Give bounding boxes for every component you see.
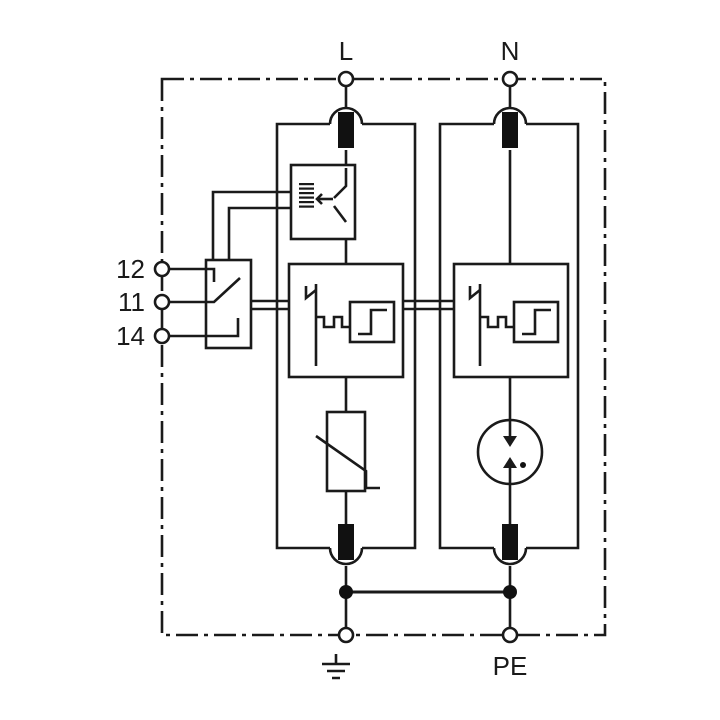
switch-module-l bbox=[287, 262, 405, 379]
label-pe: PE bbox=[493, 651, 528, 681]
thermal-disconnector-icon bbox=[289, 163, 357, 241]
terminal-12 bbox=[153, 260, 171, 278]
terminal-n bbox=[501, 70, 519, 88]
aux-wire-inner bbox=[227, 206, 291, 260]
varistor-icon bbox=[315, 410, 380, 493]
terminal-pe bbox=[501, 626, 519, 644]
terminal-11 bbox=[153, 293, 171, 311]
terminal-14 bbox=[153, 327, 171, 345]
label-14: 14 bbox=[116, 321, 145, 351]
changeover-contact-icon bbox=[168, 258, 253, 350]
fuse-icon bbox=[328, 106, 528, 566]
junction-n bbox=[503, 585, 517, 599]
housing-enclosure bbox=[160, 77, 607, 637]
label-11: 11 bbox=[118, 287, 145, 317]
label-12: 12 bbox=[116, 254, 145, 284]
spark-gap-icon bbox=[476, 418, 544, 486]
label-l: L bbox=[339, 36, 353, 66]
module-n-border bbox=[438, 122, 580, 550]
terminal-l bbox=[337, 70, 355, 88]
aux-wire-outer bbox=[211, 190, 291, 260]
link-contact-to-l-switch bbox=[251, 299, 289, 311]
label-n: N bbox=[501, 36, 520, 66]
junction-l bbox=[339, 585, 353, 599]
terminal-ground bbox=[337, 626, 355, 644]
switch-module-n bbox=[452, 262, 570, 379]
ground-icon bbox=[322, 654, 350, 680]
module-l-border bbox=[275, 122, 417, 550]
link-l-switch-to-n-switch bbox=[403, 299, 454, 311]
